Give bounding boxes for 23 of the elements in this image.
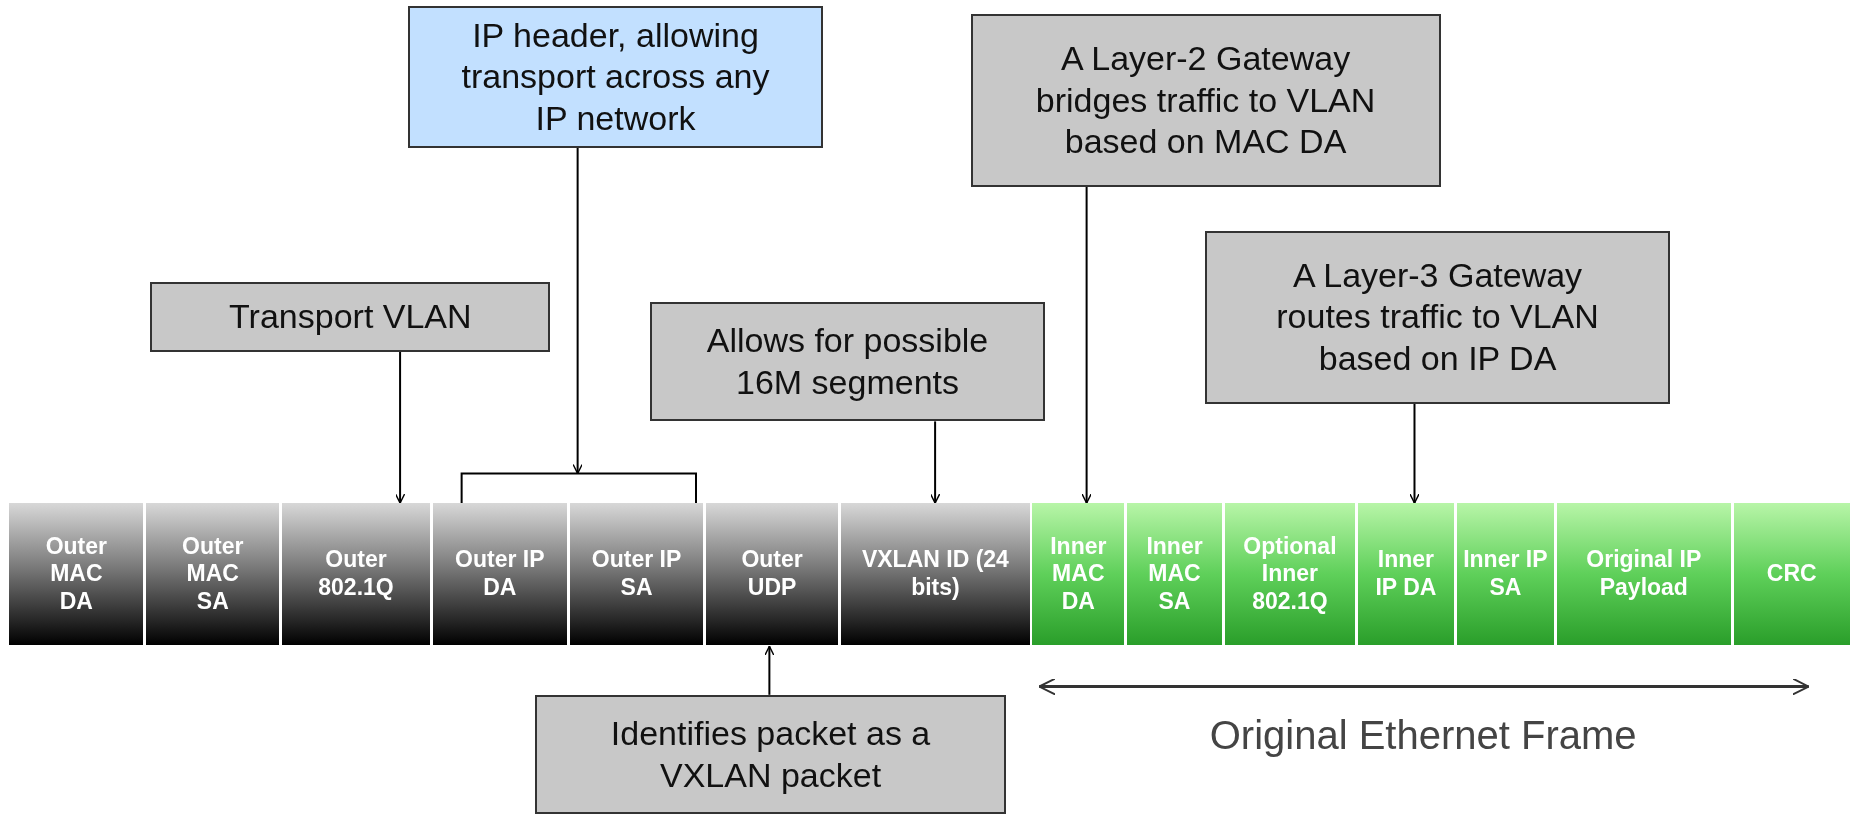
callout-box: Transport VLAN: [150, 281, 551, 352]
header-field: Outer UDP: [703, 503, 839, 646]
arrow: [929, 420, 941, 505]
header-field: Outer MAC SA: [143, 503, 280, 646]
header-field: Outer MAC DA: [9, 503, 144, 646]
header-field: VXLAN ID (24 bits): [838, 503, 1030, 646]
header-field: Inner IP DA: [1355, 503, 1454, 646]
callout-box: Allows for possible 16M segments: [649, 301, 1046, 422]
arrow: [1409, 402, 1420, 505]
header-field: Inner MAC SA: [1124, 503, 1222, 646]
arrow: [764, 645, 775, 696]
arrow: [572, 146, 583, 475]
callout-box: Identifies packet as a VXLAN packet: [535, 694, 1007, 815]
arrow: [394, 350, 406, 505]
arrow: [1081, 186, 1092, 505]
callout-box: A Layer-2 Gateway bridges traffic to VLAN based on MAC DA: [970, 14, 1441, 187]
frame-label: Original Ethernet Frame: [1209, 712, 1637, 758]
bracket: [460, 472, 697, 505]
header-field: Original IP Payload: [1554, 503, 1731, 646]
header-field: Inner MAC DA: [1032, 503, 1125, 646]
callout-box: IP header, allowing transport across any IP network: [408, 5, 823, 148]
header-field: Outer 802.1Q: [279, 503, 430, 646]
callout-box: A Layer-3 Gateway routes traffic to VLAN based on IP DA: [1204, 230, 1671, 404]
